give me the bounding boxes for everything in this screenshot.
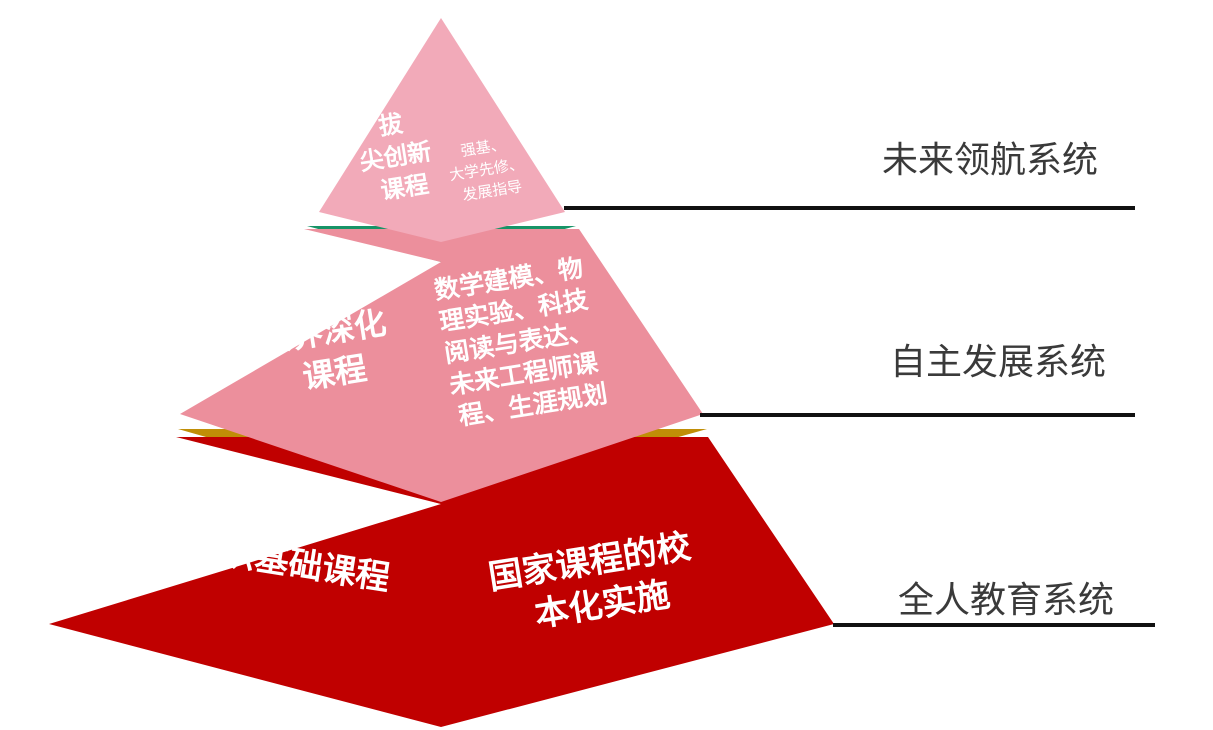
tier-top-shape [319,18,565,242]
system-label-bottom: 全人教育系统 [898,580,1114,621]
tier-bottom-shape [49,437,834,727]
tier-top-title-line: 拔 [377,109,406,141]
tier-middle-content: 数学建模、物 理实验、科技 阅读与表达、 未来工程师课 程、生涯规划 [432,252,613,432]
svg-text:数学建模、物 理实验、科技: 数学建模、物 理实验、科技 阅读与表达、 未来工程师课 程、生涯规划 [432,252,613,432]
system-label-top: 未来领航系统 [882,140,1098,181]
system-label-middle: 自主发展系统 [890,342,1106,383]
tier-middle-shape [180,229,703,502]
